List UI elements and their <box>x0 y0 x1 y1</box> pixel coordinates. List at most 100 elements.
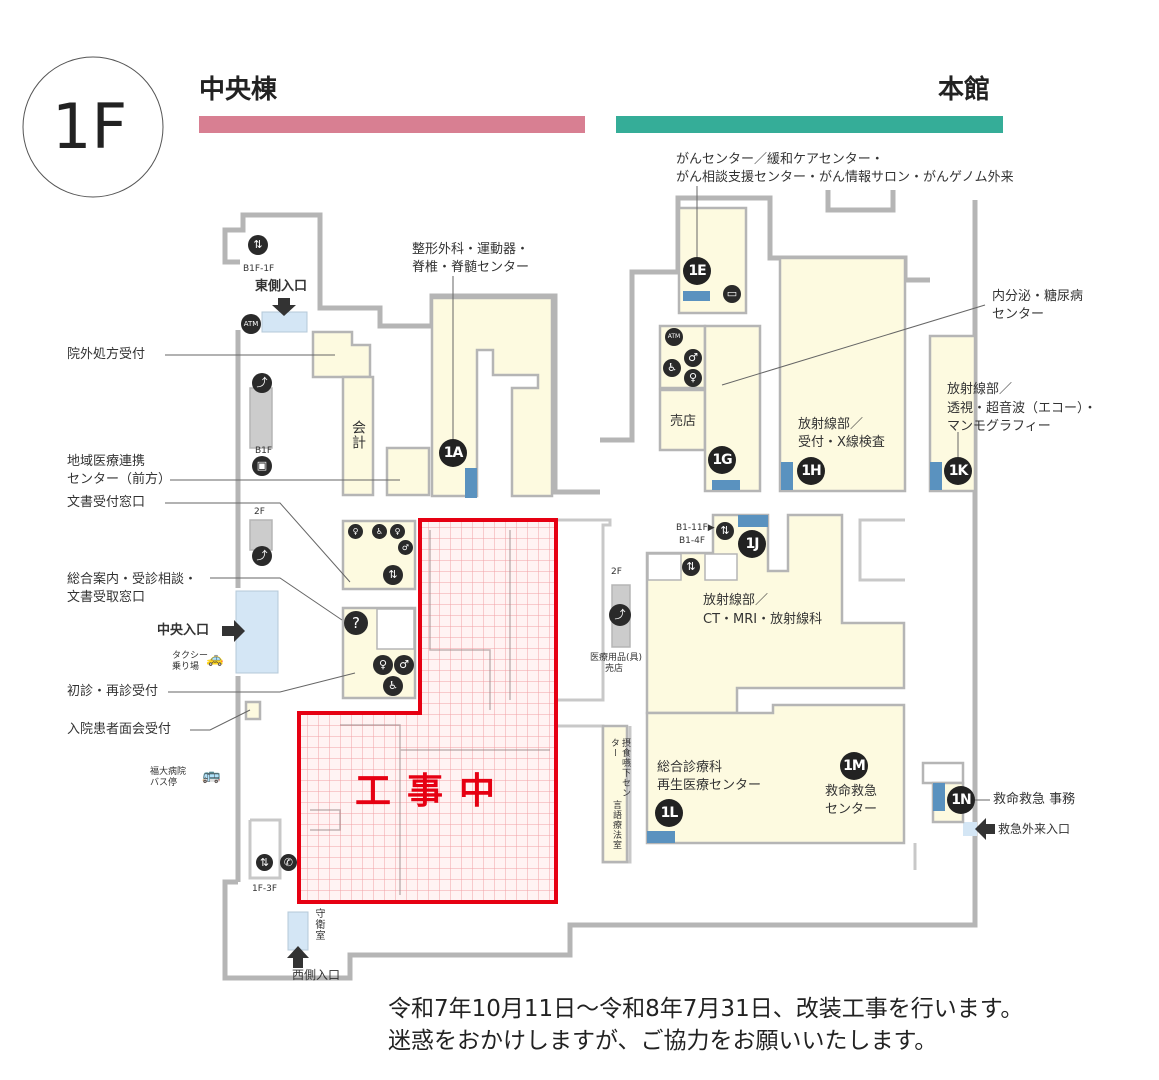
label-radiology-h-1: 放射線部／ <box>798 417 864 432</box>
label-radiology-k-2: 透視・超音波（エコー）・ <box>947 401 1097 416</box>
label-cancer-1: がんセンター／緩和ケアセンター・ <box>676 152 884 167</box>
label-radiology-h-2: 受付・X線検査 <box>798 435 885 450</box>
label-taxi-2: 乗り場 <box>172 662 200 672</box>
elevator-icon: ⇅ <box>383 565 403 585</box>
badge-1g[interactable]: 1G <box>708 446 736 474</box>
label-radiology-ct-2: CT・MRI・放射線科 <box>703 612 823 627</box>
badge-1h[interactable]: 1H <box>797 457 825 485</box>
elevator-icon: ⇅ <box>256 854 273 871</box>
label-ortho-1: 整形外科・運動器・ <box>412 242 530 257</box>
elevator-icon: ⇅ <box>682 558 700 576</box>
label-radiology-k-1: 放射線部／ <box>947 382 1013 397</box>
label-endocrine-2: センター <box>992 307 1045 322</box>
label-cancer-2: がん相談支援センター・がん情報サロン・がんゲノム外来 <box>676 170 1014 185</box>
monitor-icon: ▭ <box>723 285 741 303</box>
notice-line-2: 迷惑をおかけしますが、ご協力をお願いいたします。 <box>388 1028 938 1054</box>
elevator-icon: ⇅ <box>248 235 268 255</box>
toilet-icon: ♀ <box>684 369 702 387</box>
wheelchair-icon: ♿ <box>372 524 387 539</box>
label-swallow: 摂食嚥下センター <box>609 738 630 798</box>
label-emergency-1: 救命救急 <box>825 784 878 799</box>
label-speech: 言語療法室 <box>611 800 621 850</box>
label-medical-shop-2: 売店 <box>605 664 624 674</box>
label-emergency-entrance[interactable]: 救急外来入口 <box>998 822 1071 836</box>
toilet-icon: ♀ <box>373 655 393 675</box>
wheelchair-icon: ♿ <box>663 359 681 377</box>
toilet-icon: ♂ <box>398 540 413 555</box>
label-elev-b1-4f: B1-4F <box>679 536 706 546</box>
label-regional-1: 地域医療連携 <box>67 454 146 469</box>
central-building-title: 中央棟 <box>199 75 278 105</box>
main-building-bar <box>616 116 1003 133</box>
label-east-entrance[interactable]: 東側入口 <box>255 279 308 294</box>
label-accounting: 会計 <box>350 420 366 450</box>
atm-icon: ATM <box>241 314 261 334</box>
label-emergency-office: 救命救急 事務 <box>993 792 1076 807</box>
construction-area <box>297 518 558 904</box>
toilet-icon: ♂ <box>394 655 414 675</box>
central-entrance-area <box>235 590 279 674</box>
label-info-1: 総合案内・受診相談・ <box>67 572 198 587</box>
train-icon: ▣ <box>252 456 272 476</box>
label-bus-1: 福大病院 <box>150 767 187 777</box>
badge-1n[interactable]: 1N <box>947 786 975 814</box>
label-emergency-2: センター <box>825 802 878 817</box>
main-building-title: 本館 <box>938 75 991 105</box>
nursing-icon: ♀ <box>348 524 363 539</box>
west-entrance-area <box>287 911 309 951</box>
badge-1l[interactable]: 1L <box>655 799 683 827</box>
central-building-bar <box>199 116 585 133</box>
label-general-1: 総合診療科 <box>657 760 723 775</box>
label-info-2: 文書受取窓口 <box>67 590 146 605</box>
elevator-icon: ⇅ <box>716 522 734 540</box>
label-taxi-1: タクシー <box>172 651 209 661</box>
taxi-icon: 🚕 <box>206 651 224 667</box>
label-esc-b1f: B1F <box>255 446 273 456</box>
label-visitor-reception: 入院患者面会受付 <box>67 722 172 737</box>
label-west-entrance[interactable]: 西側入口 <box>292 968 341 982</box>
badge-1j[interactable]: 1J <box>738 530 766 558</box>
entrance-arrows <box>222 298 995 968</box>
label-ortho-2: 脊椎・脊髄センター <box>412 260 530 275</box>
label-shop: 売店 <box>670 414 697 429</box>
location-markers <box>465 291 945 843</box>
floor-circle <box>22 56 164 198</box>
label-medical-shop-1: 医療用品(具) <box>590 653 643 663</box>
emergency-entrance-area <box>963 822 977 836</box>
label-guard-room: 守衛室 <box>313 908 324 941</box>
escalator-icon: ⤴ <box>252 546 272 566</box>
badge-1m[interactable]: 1M <box>840 752 868 780</box>
label-radiology-k-3: マンモグラフィー <box>947 419 1051 434</box>
label-elev-b1-11f: B1-11F▶ <box>676 523 715 533</box>
label-elev-1f-3f: 1F-3F <box>252 884 278 894</box>
label-esc-2f: 2F <box>254 507 265 517</box>
badge-1e[interactable]: 1E <box>683 257 711 285</box>
toilet-icon: ♀ <box>390 524 405 539</box>
label-regional-2: センター（前方） <box>67 472 172 487</box>
floor-label: 1F <box>52 90 128 163</box>
toilet-icon: ♂ <box>684 349 702 367</box>
label-central-entrance[interactable]: 中央入口 <box>157 623 210 638</box>
construction-label: 工事中 <box>355 771 512 812</box>
leader-lines <box>165 186 990 801</box>
badge-1k[interactable]: 1K <box>944 457 972 485</box>
label-first-visit: 初診・再診受付 <box>67 684 159 699</box>
badge-1a[interactable]: 1A <box>439 439 467 467</box>
notice-line-1: 令和7年10月11日～令和8年7月31日、改装工事を行います。 <box>388 996 1024 1022</box>
escalator-icon: ⤴ <box>609 604 631 626</box>
label-general-2: 再生医療センター <box>657 778 762 793</box>
bus-icon: 🚌 <box>202 766 221 784</box>
label-outpatient-prescription: 院外処方受付 <box>67 347 146 362</box>
label-esc-2f: 2F <box>611 567 622 577</box>
information-icon: ? <box>344 611 368 635</box>
wheelchair-icon: ♿ <box>383 676 403 696</box>
label-bus-2: バス停 <box>150 778 178 788</box>
label-endocrine-1: 内分泌・糖尿病 <box>992 289 1084 304</box>
phone-icon: ✆ <box>280 854 297 871</box>
label-document-reception: 文書受付窓口 <box>67 495 146 510</box>
label-elev-b1f-1f: B1F-1F <box>243 264 275 274</box>
construction-ghost-walls <box>310 530 550 895</box>
label-radiology-ct-1: 放射線部／ <box>703 593 769 608</box>
atm-icon: ATM <box>665 328 683 346</box>
